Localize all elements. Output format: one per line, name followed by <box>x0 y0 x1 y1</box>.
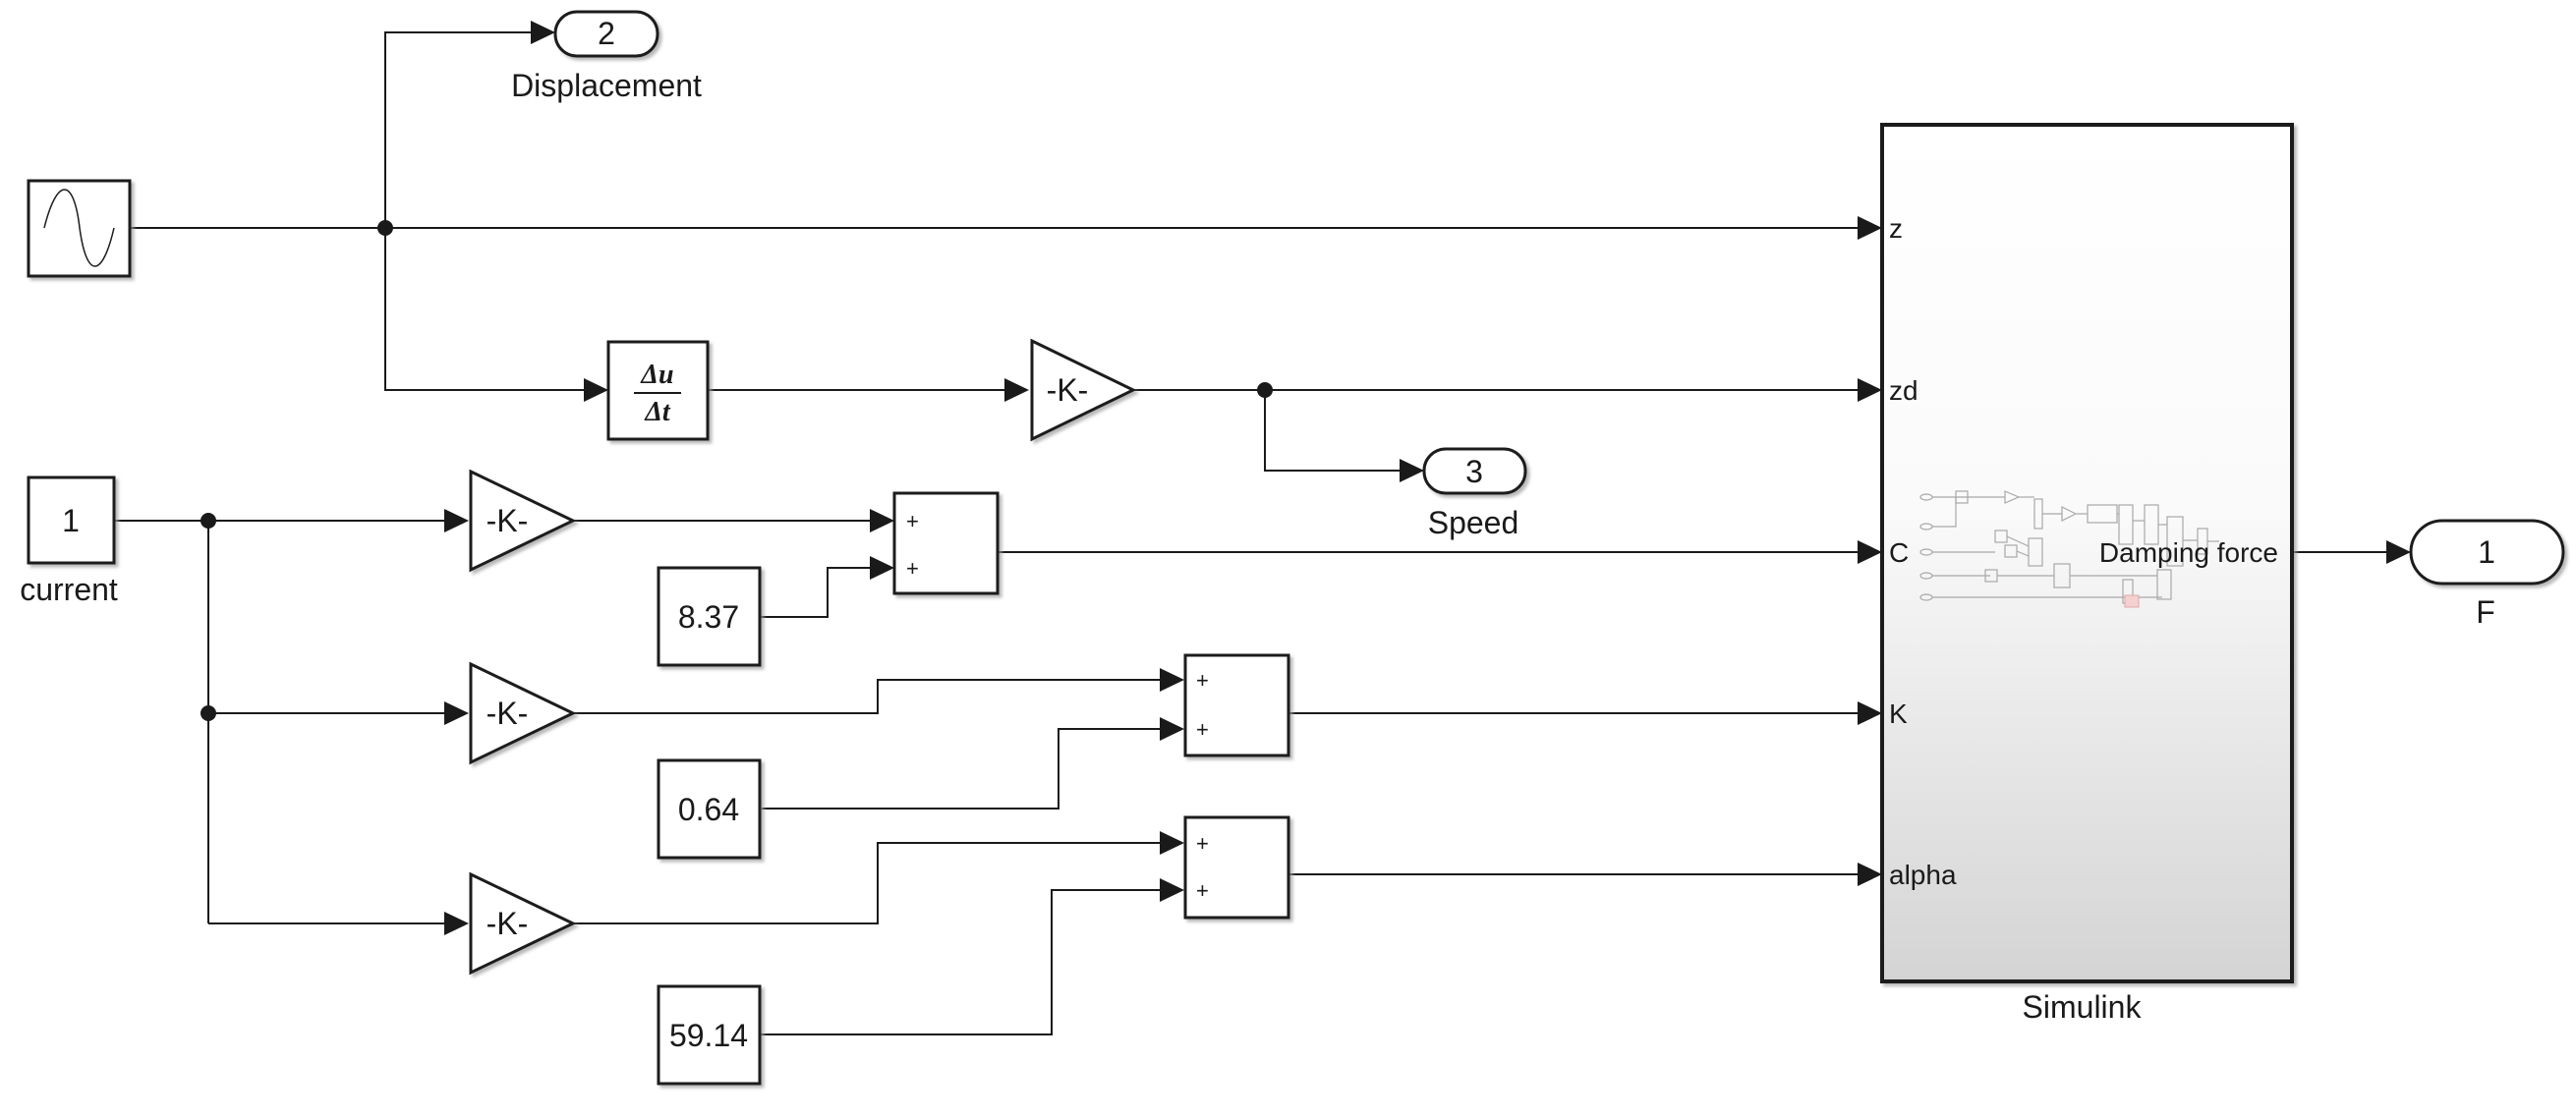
sum-block-alpha[interactable] <box>1183 815 1290 920</box>
wire-const3-to-sum3 <box>760 889 1168 1035</box>
arrow-alpha <box>1858 863 1882 886</box>
sum-alpha-sign-1: + <box>1196 831 1209 856</box>
arrow-zd <box>1858 378 1882 402</box>
arrow-sum2-in1 <box>1160 668 1184 692</box>
arrowheads <box>444 21 2411 935</box>
outport-speed[interactable] <box>1422 447 1527 495</box>
subsystem-input-z: z <box>1889 213 1903 244</box>
wire-const1-to-sum1 <box>760 567 877 618</box>
derivative-denominator: Δt <box>644 397 671 427</box>
sum-k-sign-1: + <box>1196 668 1209 693</box>
sum-block-k[interactable] <box>1183 653 1290 757</box>
outport-displacement-number: 2 <box>598 16 615 51</box>
constant-block-c[interactable] <box>657 566 762 667</box>
outport-speed-number: 3 <box>1465 454 1483 489</box>
junction-current-top <box>200 513 216 529</box>
signal-wires <box>114 31 2386 1035</box>
wire-const2-to-sum2 <box>762 728 1168 810</box>
constant-block-alpha[interactable] <box>657 984 762 1086</box>
gain-block-alpha[interactable] <box>469 871 577 976</box>
inport-current-label: current <box>20 572 118 607</box>
junction-zd <box>1257 382 1273 398</box>
subsystem-input-k: K <box>1889 698 1908 729</box>
subsystem-preview-highlight <box>2124 594 2140 608</box>
subsystem-input-c: C <box>1889 537 1909 568</box>
arrow-sum3-in1 <box>1160 831 1184 855</box>
arrow-displacement <box>531 21 555 44</box>
arrow-sum1-in1 <box>870 509 894 532</box>
sine-wave-icon <box>43 189 115 267</box>
outport-force-label: F <box>2476 594 2495 630</box>
constant-value-c: 8.37 <box>678 599 739 635</box>
outport-displacement-label: Displacement <box>511 68 702 103</box>
constant-block-k[interactable] <box>657 758 762 860</box>
gain-block-k[interactable] <box>469 661 577 765</box>
inport-current-number: 1 <box>62 503 80 538</box>
wire-to-speed <box>1264 390 1407 472</box>
gain-block-speed[interactable] <box>1030 338 1137 442</box>
derivative-block[interactable] <box>606 340 710 441</box>
arrow-gain3 <box>444 912 469 935</box>
arrow-gain2 <box>444 701 469 725</box>
subsystem-name: Simulink <box>2023 989 2143 1025</box>
outport-force[interactable] <box>2409 519 2565 586</box>
arrow-sum1-in2 <box>870 556 894 580</box>
outport-speed-label: Speed <box>1428 505 1519 540</box>
sum-k-sign-2: + <box>1196 717 1209 742</box>
gain-label-speed: -K- <box>1047 372 1089 408</box>
sine-wave-block[interactable] <box>27 179 132 278</box>
inport-current[interactable] <box>27 475 116 565</box>
subsystem-input-alpha: alpha <box>1889 860 1957 890</box>
derivative-numerator: Δu <box>640 360 673 390</box>
gain-label-k: -K- <box>487 696 529 731</box>
constant-value-alpha: 59.14 <box>669 1018 748 1053</box>
gain-block-c[interactable] <box>469 469 577 573</box>
outport-force-number: 1 <box>2478 534 2495 570</box>
constant-value-k: 0.64 <box>678 792 739 827</box>
gain-label-c: -K- <box>487 503 529 538</box>
wire-gain2-to-sum2 <box>573 679 1168 714</box>
sum-c-sign-1: + <box>906 509 919 533</box>
junction-sine <box>377 220 393 236</box>
subsystem-output-damping-force: Damping force <box>2099 537 2278 568</box>
sum-block-c[interactable] <box>892 491 1000 595</box>
gain-label-alpha: -K- <box>487 906 529 941</box>
sum-alpha-sign-2: + <box>1196 878 1209 903</box>
wire-current-trunk <box>114 520 209 923</box>
outport-displacement[interactable] <box>553 10 659 58</box>
junctions <box>200 220 1273 721</box>
wire-to-displacement <box>384 31 531 228</box>
arrow-k <box>1858 701 1882 725</box>
arrow-z <box>1858 216 1882 240</box>
arrow-gain-top <box>1004 378 1029 402</box>
sum-c-sign-2: + <box>906 556 919 581</box>
subsystem-input-zd: zd <box>1889 375 1918 406</box>
wire-to-derivative <box>384 228 587 391</box>
arrow-f <box>2386 540 2411 564</box>
arrow-derivative <box>584 378 608 402</box>
arrow-sum2-in2 <box>1160 717 1184 741</box>
junction-current-mid <box>200 705 216 721</box>
arrow-sum3-in2 <box>1160 878 1184 902</box>
arrow-speed <box>1400 459 1424 482</box>
simulink-subsystem[interactable] <box>1880 123 2294 983</box>
arrow-c <box>1858 540 1882 564</box>
arrow-gain1 <box>444 509 469 532</box>
wire-gain3-to-sum3 <box>573 842 1168 924</box>
